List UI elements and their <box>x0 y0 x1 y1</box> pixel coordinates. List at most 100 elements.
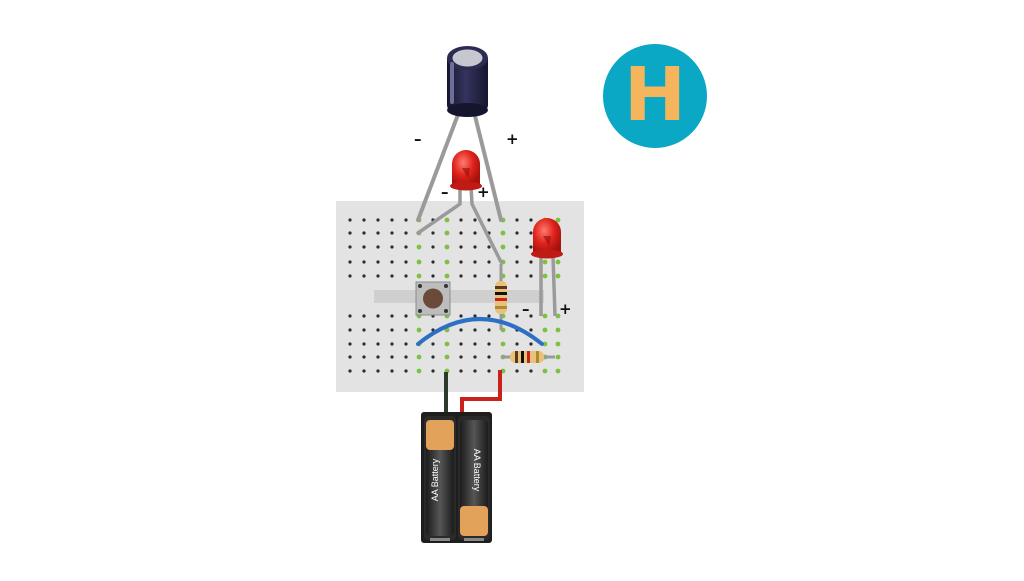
battery-pack: AA Battery AA Battery <box>421 412 492 543</box>
connected-hole <box>444 354 450 360</box>
breadboard-hole <box>362 355 366 359</box>
breadboard-hole <box>487 355 491 359</box>
breadboard-hole <box>459 369 463 373</box>
breadboard-hole <box>473 355 477 359</box>
breadboard-hole <box>376 355 380 359</box>
breadboard-hole <box>404 342 408 346</box>
connected-hole <box>542 273 548 279</box>
breadboard-hole <box>529 218 533 222</box>
capacitor-positive-lead <box>472 110 503 222</box>
breadboard-hole <box>362 274 366 278</box>
breadboard-hole <box>348 260 352 264</box>
electrolytic-capacitor <box>447 46 488 117</box>
connected-hole <box>500 341 506 347</box>
breadboard-hole <box>459 328 463 332</box>
breadboard-hole <box>348 355 352 359</box>
capacitor-minus-label: – <box>414 130 422 148</box>
breadboard-hole <box>390 369 394 373</box>
breadboard-hole <box>404 369 408 373</box>
breadboard-hole <box>459 260 463 264</box>
breadboard-hole <box>390 218 394 222</box>
breadboard-hole <box>376 245 380 249</box>
breadboard-hole <box>515 274 519 278</box>
breadboard-hole <box>529 231 533 235</box>
resistor-vertical <box>495 264 507 330</box>
connected-hole <box>500 230 506 236</box>
breadboard-hole <box>459 274 463 278</box>
breadboard-hole <box>376 231 380 235</box>
breadboard-hole <box>376 369 380 373</box>
breadboard-hole <box>376 342 380 346</box>
breadboard-hole <box>529 245 533 249</box>
breadboard-hole <box>348 342 352 346</box>
breadboard-hole <box>376 314 380 318</box>
breadboard-hole <box>459 314 463 318</box>
breadboard-hole <box>473 314 477 318</box>
battery-red-wire <box>460 370 502 416</box>
breadboard-hole <box>473 260 477 264</box>
breadboard-hole <box>515 342 519 346</box>
breadboard-hole <box>459 342 463 346</box>
connected-hole <box>555 368 561 374</box>
breadboard-hole <box>487 369 491 373</box>
breadboard-hole <box>362 218 366 222</box>
breadboard-hole <box>362 369 366 373</box>
breadboard-hole <box>404 245 408 249</box>
led2-positive-lead <box>551 255 557 317</box>
breadboard-hole <box>376 328 380 332</box>
breadboard-hole <box>473 218 477 222</box>
pushbutton <box>415 281 451 316</box>
breadboard-hole <box>529 369 533 373</box>
connected-hole <box>555 259 561 265</box>
breadboard-hole <box>529 328 533 332</box>
led1-negative-lead <box>416 184 462 235</box>
breadboard-hole <box>487 245 491 249</box>
breadboard-hole <box>404 274 408 278</box>
connected-hole <box>542 313 548 319</box>
breadboard-hole <box>390 260 394 264</box>
logo-badge: H <box>603 44 707 148</box>
connected-hole <box>416 327 422 333</box>
breadboard-hole <box>348 328 352 332</box>
breadboard-hole <box>348 369 352 373</box>
breadboard-hole <box>390 355 394 359</box>
breadboard-hole <box>362 314 366 318</box>
breadboard-hole <box>431 355 435 359</box>
breadboard-hole <box>529 274 533 278</box>
led-2 <box>531 218 563 259</box>
breadboard-hole <box>473 245 477 249</box>
badge-letter: H <box>624 52 686 138</box>
breadboard-hole <box>376 274 380 278</box>
breadboard-hole <box>404 218 408 222</box>
breadboard-hole <box>362 328 366 332</box>
breadboard-hole <box>390 328 394 332</box>
connected-hole <box>542 368 548 374</box>
breadboard-hole <box>404 314 408 318</box>
breadboard-hole <box>431 231 435 235</box>
breadboard-hole <box>473 369 477 373</box>
breadboard-hole <box>487 342 491 346</box>
breadboard-hole <box>362 342 366 346</box>
breadboard-hole <box>390 274 394 278</box>
breadboard-hole <box>390 245 394 249</box>
connected-hole <box>542 341 548 347</box>
breadboard-hole <box>404 231 408 235</box>
breadboard-hole <box>404 355 408 359</box>
breadboard-hole <box>431 245 435 249</box>
breadboard-hole <box>459 245 463 249</box>
breadboard-hole <box>459 218 463 222</box>
connected-hole <box>444 259 450 265</box>
breadboard-hole <box>487 274 491 278</box>
led2-minus-label: – <box>522 300 530 318</box>
led1-plus-label: + <box>477 183 490 201</box>
breadboard-hole <box>529 260 533 264</box>
breadboard-hole <box>487 260 491 264</box>
breadboard-hole <box>515 314 519 318</box>
battery-cell-1-label: AA Battery <box>430 458 440 501</box>
breadboard-hole <box>515 245 519 249</box>
breadboard-hole <box>487 314 491 318</box>
connected-hole <box>555 273 561 279</box>
breadboard-hole <box>404 328 408 332</box>
connected-hole <box>542 327 548 333</box>
